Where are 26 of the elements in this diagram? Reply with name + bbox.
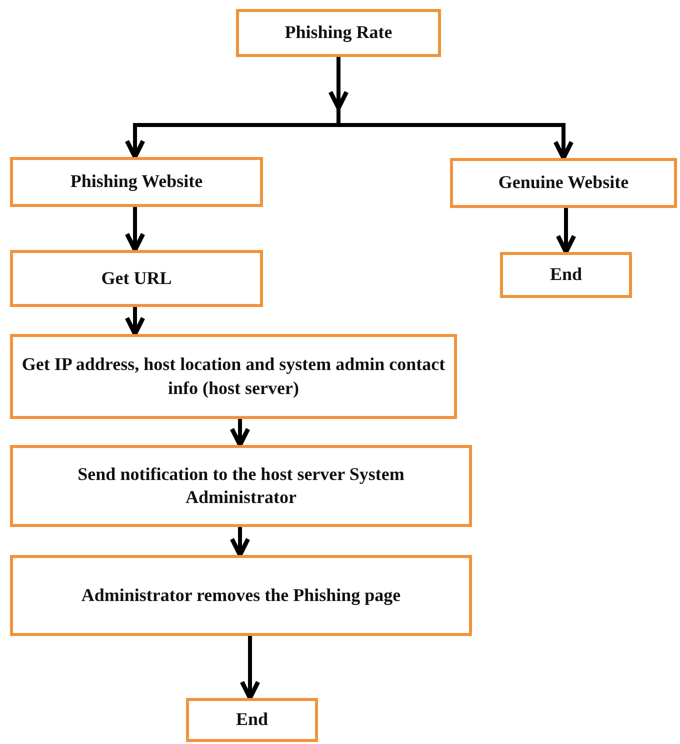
box-text: Phishing Rate (284, 21, 392, 44)
arrow (240, 636, 260, 700)
process-box (236, 9, 441, 57)
arrow (230, 527, 250, 558)
process-box (10, 555, 472, 636)
box-text: Administrator removes the Phishing page (81, 584, 401, 607)
process-box (10, 157, 263, 207)
box-text: Get URL (101, 266, 172, 290)
process-box (10, 250, 263, 307)
box-text: Genuine Website (498, 171, 629, 194)
box-text: End (550, 263, 582, 286)
arrow (556, 208, 576, 254)
process-box (500, 252, 632, 298)
process-box (450, 158, 677, 208)
box-text: End (236, 708, 268, 732)
box-text: Send notification to the host server System Administrator (76, 462, 406, 509)
arrow (124, 207, 146, 252)
process-box (10, 334, 457, 419)
arrow (124, 307, 146, 336)
process-box (186, 698, 318, 742)
box-text: Get IP address, host location and system admin contact info (host server) (21, 353, 446, 400)
process-box (10, 445, 472, 527)
arrow (336, 108, 574, 160)
arrow (230, 419, 250, 448)
arrow (328, 57, 349, 110)
box-text: Phishing Website (70, 170, 203, 194)
